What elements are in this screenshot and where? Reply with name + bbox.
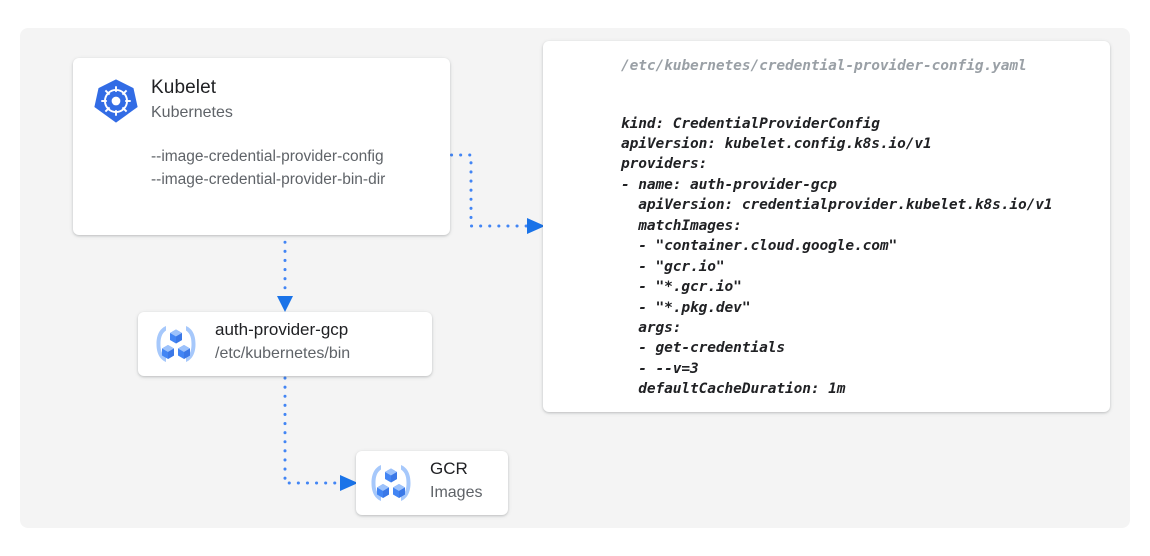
gcp-container-registry-icon [156, 326, 196, 362]
gcp-container-registry-icon [371, 465, 411, 501]
kubelet-subtitle: Kubernetes [151, 104, 233, 121]
kubelet-title: Kubelet [151, 77, 217, 98]
gcr-title: GCR [430, 459, 468, 478]
gcr-card[interactable]: GCR Images [356, 451, 508, 515]
kubelet-flag-bin-dir: --image-credential-provider-bin-dir [151, 171, 386, 188]
kubelet-flag-config: --image-credential-provider-config [151, 148, 384, 165]
auth-provider-gcp-title: auth-provider-gcp [215, 320, 349, 339]
kubelet-card[interactable]: Kubelet Kubernetes --image-credential-pr… [73, 58, 450, 235]
auth-provider-gcp-card[interactable]: auth-provider-gcp /etc/kubernetes/bin [138, 312, 432, 376]
auth-provider-gcp-subtitle: /etc/kubernetes/bin [215, 345, 351, 362]
gcr-subtitle: Images [430, 484, 483, 501]
credential-provider-config-panel[interactable]: /etc/kubernetes/credential-provider-conf… [543, 41, 1110, 412]
yaml-content: kind: CredentialProviderConfig apiVersio… [621, 115, 1053, 398]
yaml-file-path: /etc/kubernetes/credential-provider-conf… [621, 58, 1027, 74]
kubernetes-helm-icon [94, 79, 138, 123]
